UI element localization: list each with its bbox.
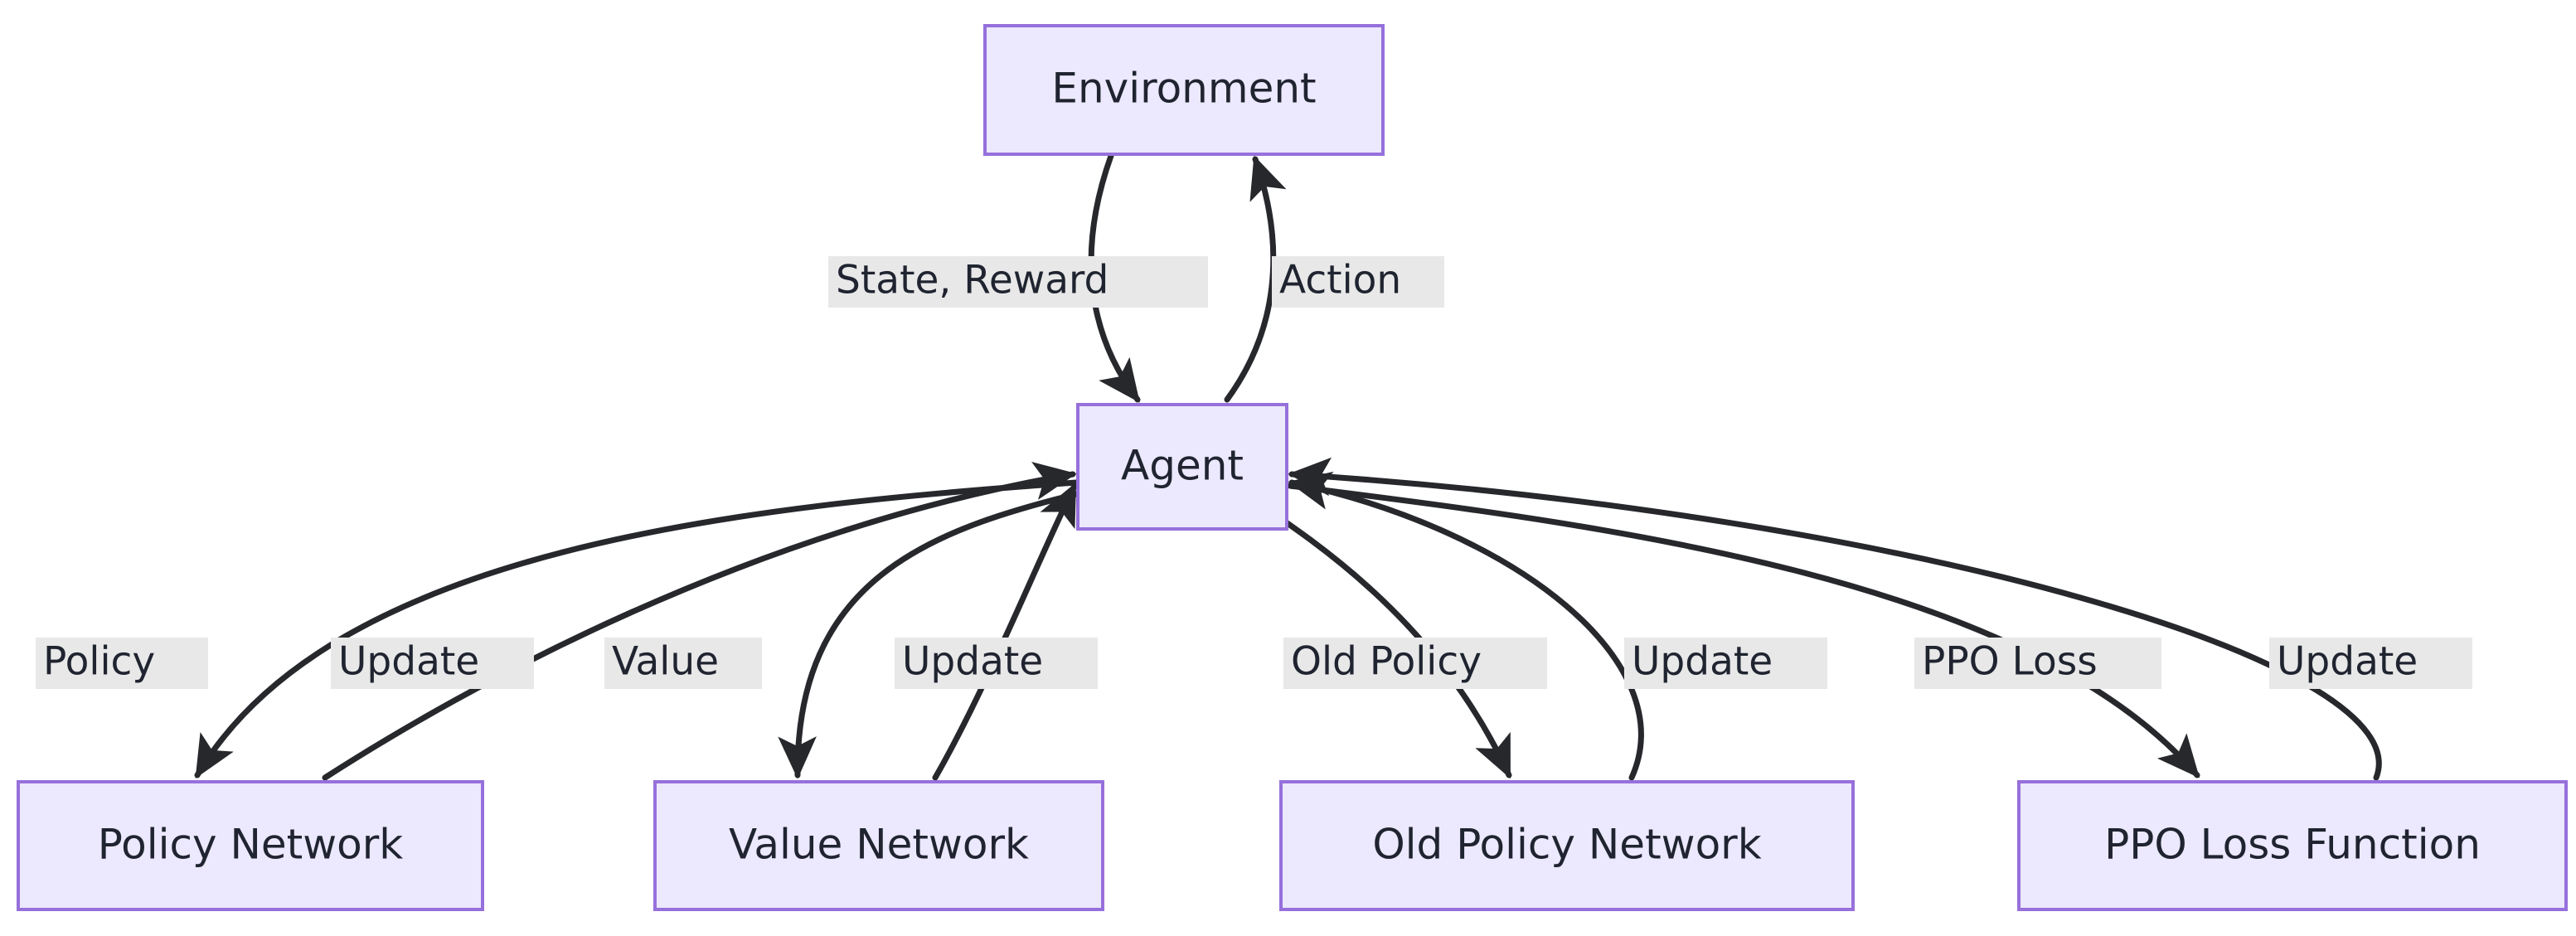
edge-label-policy-background [36,638,208,689]
node-ppo-loss-function[interactable]: PPO Loss Function [2017,780,2568,911]
edge-label-policy-text: Policy [43,639,155,685]
edge-agent-to-ppo-loss-function [1287,483,2200,778]
node-value-network-label: Value Network [729,821,1029,869]
edge-label-ppo-loss-background [1914,638,2161,689]
node-environment-box[interactable] [983,24,1385,156]
edge-label-old-policy: Old Policy [1283,638,1547,689]
edge-label-ppo-loss-text: PPO Loss [1922,639,2098,685]
edge-label-old-policy-text: Old Policy [1291,639,1482,685]
node-ppo-loss-function-box[interactable] [2017,780,2568,911]
edge-label-update-old-policy-text: Update [1632,639,1773,685]
edge-label-action-background [1272,256,1444,308]
edge-label-value-text: Value [612,639,719,685]
edge-label-update-old-policy-background [1624,638,1827,689]
edge-ppo-loss-function-to-agent [1288,457,2382,781]
edge-label-value-background [604,638,762,689]
edge-label-update-ppo-loss-text: Update [2277,639,2418,685]
node-policy-network[interactable]: Policy Network [17,780,484,911]
edge-label-action-text: Action [1279,258,1401,303]
node-environment[interactable]: Environment [983,24,1385,156]
edge-label-state-reward: State, Reward [828,256,1208,308]
node-policy-network-label: Policy Network [98,821,404,869]
edge-label-update-value: Update [895,638,1098,689]
edge-label-update-policy-text: Update [338,639,479,685]
node-agent-label: Agent [1121,442,1244,490]
edge-label-state-reward-text: State, Reward [836,258,1109,303]
node-old-policy-network[interactable]: Old Policy Network [1279,780,1855,911]
nodes-layer: Environment Agent Policy Network Value N… [17,24,2568,911]
edge-policy-network-to-agent [322,461,1077,781]
edge-label-state-reward-background [828,256,1208,308]
edge-label-update-ppo-loss-background [2269,638,2472,689]
edge-label-update-value-background [895,638,1098,689]
edge-agent-to-environment [1224,155,1287,403]
edge-label-update-value-text: Update [902,639,1043,685]
node-agent[interactable]: Agent [1076,403,1288,531]
edge-label-policy: Policy [36,638,208,689]
edge-value-network-to-agent [932,482,1078,781]
edge-agent-to-policy-network [194,479,1079,779]
edge-labels-layer: State, Reward Action Policy Update Value… [36,256,2472,689]
node-environment-label: Environment [1051,65,1316,113]
edge-label-update-old-policy: Update [1624,638,1827,689]
edge-agent-to-value-network [778,491,1079,779]
edge-label-old-policy-background [1283,638,1547,689]
node-old-policy-network-label: Old Policy Network [1372,821,1761,869]
edge-label-ppo-loss: PPO Loss [1914,638,2161,689]
edge-agent-to-old-policy-network [1240,491,1512,779]
edge-label-update-policy: Update [331,638,534,689]
node-old-policy-network-box[interactable] [1279,780,1855,911]
edge-label-action: Action [1272,256,1444,308]
edges-layer [194,153,2382,781]
edge-old-policy-network-to-agent [1288,471,1644,781]
node-value-network-box[interactable] [653,780,1104,911]
node-ppo-loss-function-label: PPO Loss Function [2104,821,2481,869]
edge-label-update-policy-background [331,638,534,689]
edge-label-value: Value [604,638,762,689]
node-policy-network-box[interactable] [17,780,484,911]
node-agent-box[interactable] [1076,403,1288,531]
node-value-network[interactable]: Value Network [653,780,1104,911]
edge-label-update-ppo-loss: Update [2269,638,2472,689]
